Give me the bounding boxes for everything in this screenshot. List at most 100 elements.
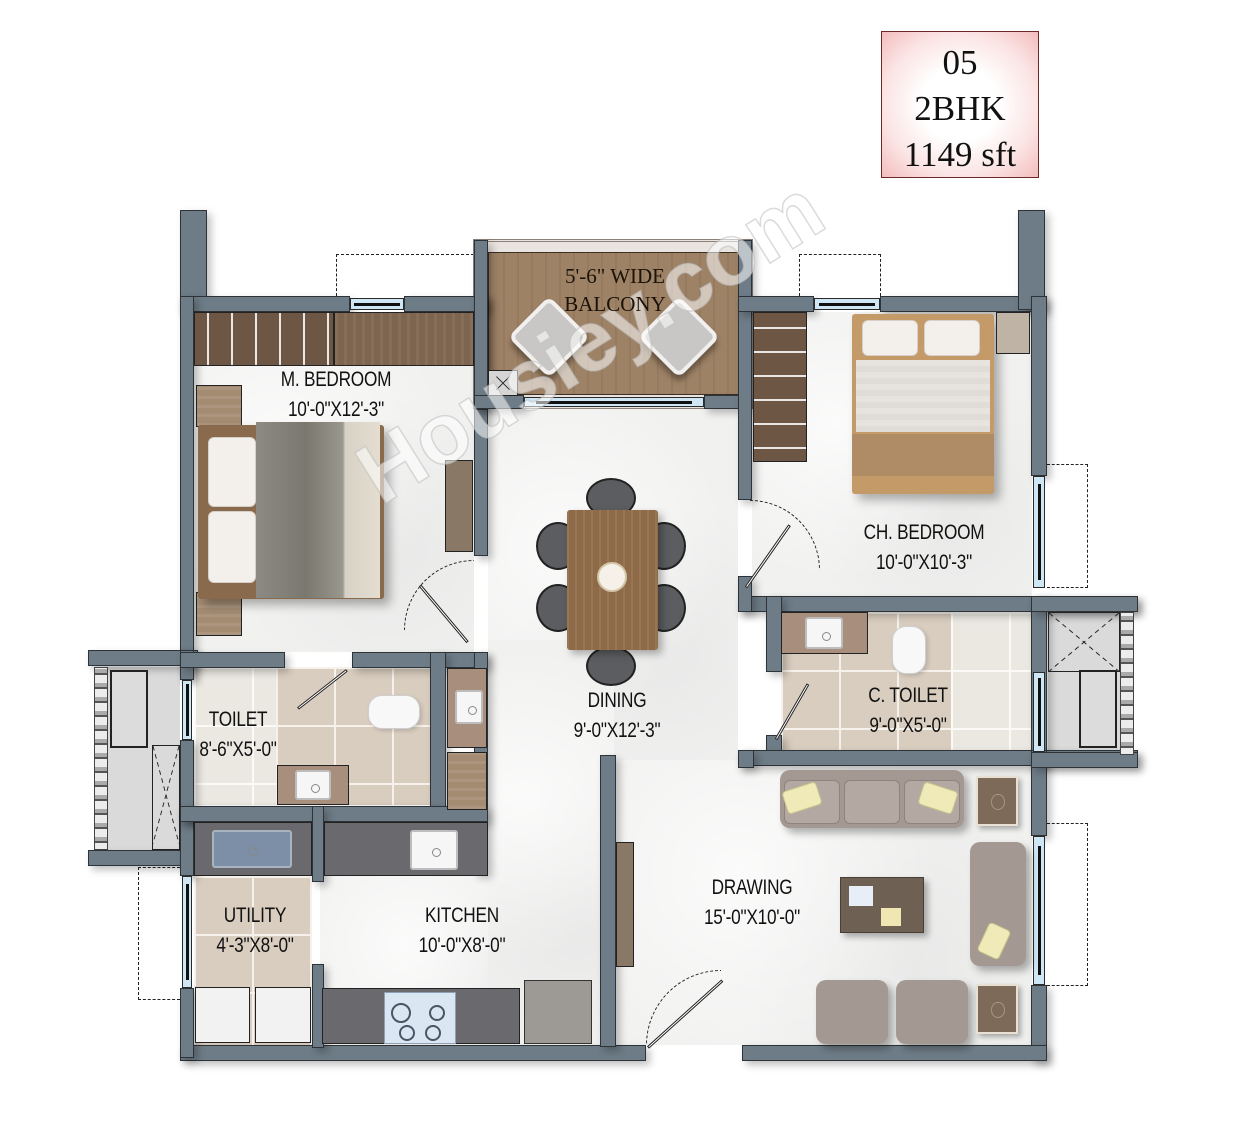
projection-outline-top-right xyxy=(799,254,881,296)
coffee-table-box xyxy=(881,908,901,926)
dining-chair-bottom xyxy=(586,646,636,686)
armchair-left xyxy=(816,980,888,1044)
dining-label: DINING 9'-0"X12'-3" xyxy=(535,686,699,746)
utility-double-sink xyxy=(212,830,292,868)
toilet-name: TOILET xyxy=(208,708,268,731)
coffee-table xyxy=(840,877,924,933)
floor-toilet-dry xyxy=(194,667,276,805)
wall-balcony-left xyxy=(474,240,488,410)
nightstand-top xyxy=(196,385,242,427)
wardrobe-master-bedroom xyxy=(194,312,334,366)
master-bed-blanket xyxy=(256,422,380,598)
child-bedroom-name: CH. BEDROOM xyxy=(863,521,985,544)
unit-number: 05 xyxy=(942,43,978,82)
ctoilet-wc xyxy=(892,626,926,674)
wall-top-right xyxy=(738,296,814,312)
dryer xyxy=(255,987,311,1043)
wall-toilet-right xyxy=(430,652,446,822)
balcony-label: 5'-6" WIDE BALCONY xyxy=(520,262,710,318)
wall-left-utility xyxy=(180,988,194,1058)
wall-duct-right-bottom xyxy=(1031,752,1138,768)
louver-left xyxy=(94,667,108,850)
window-master-bedroom xyxy=(350,298,404,310)
child-bedroom-size: 10'-0"X10'-3" xyxy=(875,551,973,574)
projection-outline-right-upper xyxy=(1047,464,1088,588)
drawing-label: DRAWING 15'-0"X10'-0" xyxy=(670,873,834,933)
armchair-right xyxy=(896,980,968,1044)
child-bedroom-nightstand xyxy=(996,312,1030,354)
toilet-label: TOILET 8'-6"X5'-0" xyxy=(156,705,320,765)
passage-cabinet xyxy=(447,752,487,810)
balcony-width: 5'-6" WIDE xyxy=(564,264,666,288)
wall-ctoilet-left xyxy=(766,596,782,672)
tv-unit-drawing xyxy=(616,842,634,967)
dining-size: 9'-0"X12'-3" xyxy=(573,719,661,742)
ac-unit-left xyxy=(110,670,148,748)
child-bed-runner xyxy=(852,434,994,476)
drawing-size: 15'-0"X10'-0" xyxy=(703,906,801,929)
window-drawing xyxy=(1033,836,1045,985)
window-child-bedroom xyxy=(814,298,880,310)
balcony-name: BALCONY xyxy=(564,292,666,316)
child-bedroom-label: CH. BEDROOM 10'-0"X10'-3" xyxy=(842,518,1006,578)
washing-machine xyxy=(195,987,250,1043)
projection-outline-top-left xyxy=(336,254,474,296)
shaft-balcony xyxy=(488,370,518,396)
shaft-right xyxy=(1048,612,1120,672)
utility-size: 4'-3"X8'-0" xyxy=(216,934,294,957)
master-bedroom-name: M. BEDROOM xyxy=(280,368,392,391)
kitchen-size: 10'-0"X8'-0" xyxy=(418,934,506,957)
dining-name: DINING xyxy=(587,689,647,712)
coffee-table-book xyxy=(849,886,873,906)
utility-name: UTILITY xyxy=(223,904,287,927)
dining-table-centerpiece xyxy=(597,562,627,592)
wall-utility-kitchen xyxy=(312,806,324,882)
window-toilet xyxy=(182,680,192,740)
burner-icon xyxy=(399,1025,415,1041)
kitchen-label: KITCHEN 10'-0"X8'-0" xyxy=(380,901,544,961)
window-balcony-slider xyxy=(524,397,704,407)
louver-right xyxy=(1120,612,1134,755)
utility-label: UTILITY 4'-3"X8'-0" xyxy=(173,901,337,961)
wardrobe-panel-master-bedroom xyxy=(334,312,474,366)
child-bed-blanket xyxy=(856,360,990,432)
window-child-bedroom-side xyxy=(1033,476,1045,588)
master-bedroom-size: 10'-0"X12'-3" xyxy=(287,398,385,421)
unit-area: 1149 sft xyxy=(903,135,1017,174)
child-bed-pillow-2 xyxy=(924,320,980,356)
nightstand-bottom xyxy=(196,592,242,636)
master-bedroom-label: M. BEDROOM 10'-0"X12'-3" xyxy=(254,365,418,425)
ac-unit-right xyxy=(1079,670,1117,748)
wall-left-top-stub xyxy=(180,210,207,310)
common-toilet-name: C. TOILET xyxy=(868,684,948,707)
wall-bottom-right xyxy=(742,1045,1047,1061)
master-bed-pillow-1 xyxy=(208,437,256,507)
wall-drawing-top xyxy=(738,750,754,768)
refrigerator xyxy=(524,980,592,1044)
window-utility xyxy=(182,876,192,988)
side-table-top xyxy=(976,776,1018,826)
side-table-bottom xyxy=(976,984,1018,1034)
window-ctoilet xyxy=(1033,672,1045,752)
kitchen-hob xyxy=(384,992,456,1044)
wall-balcony-bottom-left xyxy=(474,395,524,409)
wall-left-mb xyxy=(180,296,194,676)
toilet-wc xyxy=(368,695,420,729)
wall-duct-right-top xyxy=(1031,596,1138,612)
child-bed-pillow-1 xyxy=(862,320,918,356)
wall-top-left xyxy=(180,296,350,312)
ctoilet-washbasin xyxy=(805,617,843,649)
projection-outline-left-lower xyxy=(138,867,180,1000)
projection-outline-right-lower xyxy=(1047,823,1088,986)
burner-icon xyxy=(429,1005,445,1021)
tv-unit-master-bedroom xyxy=(445,460,473,552)
sofa-seat xyxy=(844,780,900,824)
common-toilet-size: 9'-0"X5'-0" xyxy=(869,714,947,737)
wall-right-chb xyxy=(1031,296,1047,476)
burner-icon xyxy=(391,1003,411,1023)
wall-toilet-top-left xyxy=(180,652,285,668)
toilet-washbasin xyxy=(295,770,331,800)
wardrobe-child-bedroom xyxy=(753,312,807,462)
toilet-size: 8'-6"X5'-0" xyxy=(199,738,277,761)
wall-toilet-top-right xyxy=(352,652,488,668)
